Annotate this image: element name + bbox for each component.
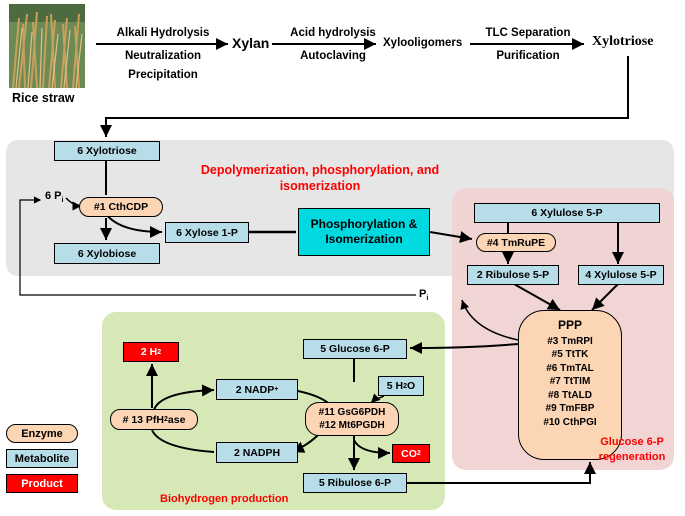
phos-iso-line-2: Isomerization — [325, 232, 403, 246]
step1-label-3: Precipitation — [128, 69, 198, 81]
enzyme-tmrupe: #4 TmRuPE — [476, 233, 556, 252]
ppp-enzyme-ttald: #8 TtALD — [548, 389, 592, 401]
rice-straw-image — [9, 4, 85, 88]
xylotriose-box: 6 Xylotriose — [54, 141, 160, 161]
pi-right-label: Pi — [419, 288, 429, 303]
depolymerization-title-1: Depolymerization, phosphorylation, and — [200, 163, 440, 177]
legend-product: Product — [6, 474, 78, 493]
xylulose-5p-box: 4 Xylulose 5-P — [578, 265, 664, 285]
ppp-enzyme-cthpgi: #10 CthPGI — [543, 416, 597, 428]
biohydrogen-label: Biohydrogen production — [160, 493, 289, 505]
regen-label-2: regeneration — [598, 451, 666, 463]
step1-label-1: Alkali Hydrolysis — [116, 27, 210, 39]
xylulose-5p-top-box: 6 Xylulose 5-P — [474, 203, 660, 223]
phosphorylation-isomerization-box: Phosphorylation & Isomerization — [298, 208, 430, 256]
step1-label-2: Neutralization — [124, 50, 202, 62]
xylobiose-box: 6 Xylobiose — [54, 243, 160, 264]
phos-iso-line-1: Phosphorylation & — [310, 217, 418, 231]
ribulose-5p-box: 2 Ribulose 5-P — [467, 265, 559, 285]
step2-label-1: Acid hydrolysis — [290, 27, 376, 39]
enzyme-gsg6pdh: #11 GsG6PDH — [318, 407, 386, 418]
nadph-box: 2 NADPH — [216, 442, 298, 463]
enzyme-cthcdp: #1 CthCDP — [79, 197, 163, 217]
ppp-enzyme-tmrpi: #3 TmRPI — [547, 335, 593, 347]
step2-label-2: Autoclaving — [300, 50, 366, 62]
ppp-enzyme-group: PPP #3 TmRPI #5 TtTK #6 TmTAL #7 TtTIM #… — [518, 310, 622, 460]
rice-straw-label: Rice straw — [12, 91, 75, 105]
nadp-plus-box: 2 NADP+ — [216, 379, 298, 400]
glucose-6p-box: 5 Glucose 6-P — [303, 339, 407, 359]
step3-label-2: Purification — [496, 50, 560, 62]
xylooligomers-label: Xylooligomers — [383, 37, 463, 49]
legend-metabolite: Metabolite — [6, 449, 78, 468]
ribulose-6p-box: 5 Ribulose 6-P — [303, 473, 407, 493]
ppp-enzyme-tttim: #7 TtTIM — [549, 376, 591, 387]
ppp-enzyme-tmtal: #6 TmTAL — [546, 362, 594, 374]
ppp-enzyme-tmfbp: #9 TmFBP — [545, 403, 595, 414]
pi-left-label: 6 Pi — [45, 190, 64, 205]
depolymerization-title-2: isomerization — [279, 179, 361, 193]
step3-label-1: TLC Separation — [485, 27, 571, 39]
xylotriose-label: Xylotriose — [592, 34, 654, 49]
xylose-1p-box: 6 Xylose 1-P — [165, 222, 249, 243]
ppp-enzyme-tttk: #5 TtTK — [551, 349, 589, 360]
xylan-label: Xylan — [232, 35, 270, 51]
enzyme-mt6pgdh: #12 Mt6PGDH — [319, 420, 385, 431]
enzyme-g6pdh-6pgdh: #11 GsG6PDH #12 Mt6PGDH — [305, 402, 399, 436]
legend-enzyme: Enzyme — [6, 424, 78, 443]
ppp-title: PPP — [557, 318, 582, 332]
regen-label-1: Glucose 6-P — [600, 436, 664, 448]
